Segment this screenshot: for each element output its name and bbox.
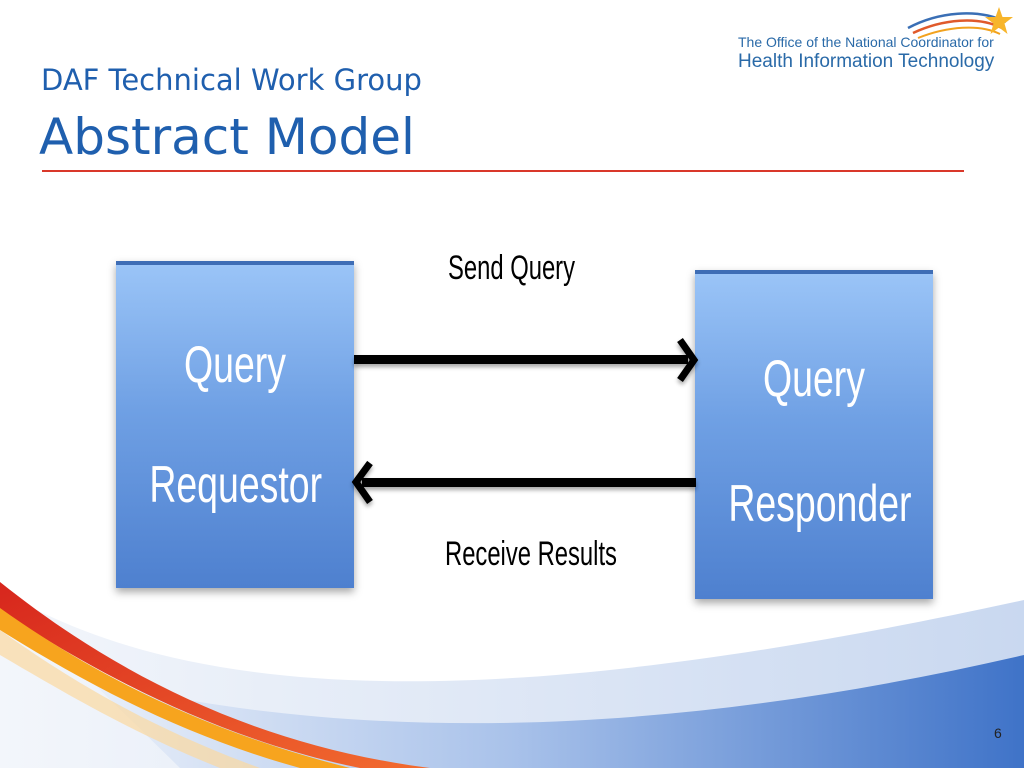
receive-results-arrow [351, 460, 696, 505]
query-requestor-box: Query Requestor [116, 261, 354, 588]
send-query-arrow [354, 337, 699, 383]
send-query-label: Send Query [448, 249, 576, 287]
star-icon [985, 7, 1013, 34]
receive-results-label: Receive Results [445, 535, 617, 573]
title-divider [42, 170, 964, 172]
responder-label-line2: Responder [728, 475, 912, 533]
query-responder-box: Query Responder [695, 270, 933, 599]
onc-logo: The Office of the National Coordinator f… [738, 6, 1018, 74]
slide-subtitle: DAF Technical Work Group [41, 63, 422, 97]
logo-line2: Health Information Technology [738, 51, 995, 72]
slide-title: Abstract Model [39, 108, 415, 166]
logo-line1: The Office of the National Coordinator f… [738, 34, 994, 50]
arrows [351, 337, 699, 505]
requestor-label-line1: Query [184, 336, 286, 394]
page-number: 6 [994, 725, 1002, 741]
footer-swoosh [0, 582, 1024, 768]
responder-label-line1: Query [763, 350, 865, 408]
requestor-label-line2: Requestor [149, 456, 323, 514]
